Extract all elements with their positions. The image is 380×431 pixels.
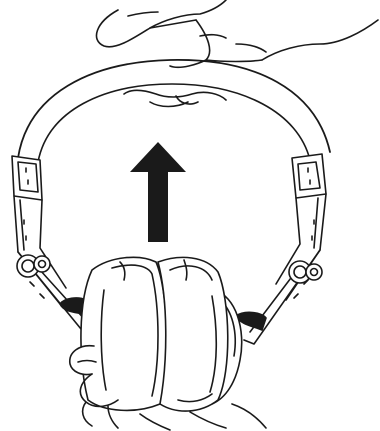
left-slider [12, 156, 42, 200]
top-hand [96, 0, 378, 67]
headband [18, 60, 330, 162]
right-slider [292, 154, 326, 198]
left-hinge [17, 255, 50, 277]
up-arrow-icon [130, 142, 186, 242]
right-hinge [289, 261, 322, 283]
ear-cushion-right [158, 257, 228, 411]
